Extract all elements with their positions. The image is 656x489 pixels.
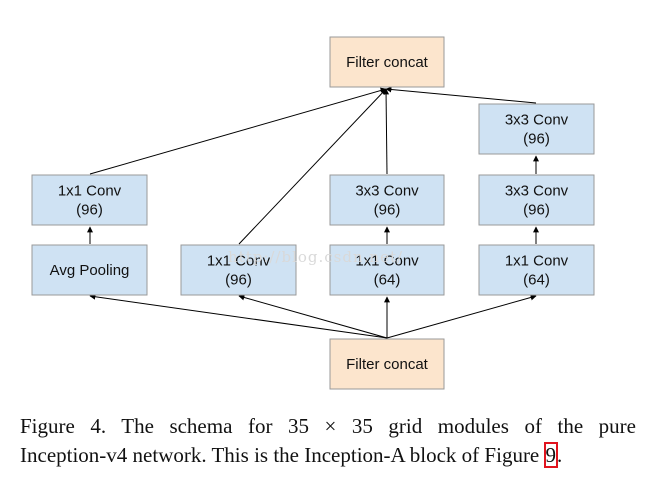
b3-conv1x1-label-0: 1x1 Conv <box>355 253 419 270</box>
b1-conv1x1-label-0: 1x1 Conv <box>58 183 122 200</box>
b2-conv1x1-box: 1x1 Conv (96) <box>180 244 297 296</box>
edge-branch2-to-top-concat <box>238 88 387 245</box>
b4-conv3x3-top-label-1: (96) <box>523 131 550 148</box>
b2-conv1x1-label-0: 1x1 Conv <box>207 253 271 270</box>
bottom-concat-rect <box>329 338 445 390</box>
caption-period: . <box>557 443 563 467</box>
edge-bottom-concat-to-b2-conv1x1 <box>238 294 388 339</box>
b4-conv1x1-box: 1x1 Conv (64) <box>478 244 595 296</box>
b3-conv3x3-box: 3x3 Conv (96) <box>329 174 445 226</box>
watermark-text: http://blog.csdn.net/ <box>228 248 403 266</box>
edge-bottom-concat-to-avgpool <box>89 293 388 339</box>
caption-line-1: Figure 4. The schema for 35 × 35 grid mo… <box>20 414 636 438</box>
b4-conv1x1-rect <box>478 244 595 296</box>
b4-conv3x3-mid-label-0: 3x3 Conv <box>505 183 569 200</box>
b4-conv1x1-label-0: 1x1 Conv <box>505 253 569 270</box>
b4-conv3x3-mid-label-1: (96) <box>523 202 550 219</box>
edge-branch4-to-top-concat <box>385 86 537 104</box>
b3-conv1x1-rect <box>329 244 445 296</box>
b1-avgpool-rect <box>31 244 148 296</box>
b4-conv3x3-mid-rect <box>478 174 595 226</box>
b1-avgpool-label-0: Avg Pooling <box>50 262 130 279</box>
edge-bottom-concat-to-b4-conv1x1 <box>386 294 537 339</box>
edge-branch3-to-top-concat <box>383 88 390 175</box>
b4-conv3x3-top-label-0: 3x3 Conv <box>505 112 569 129</box>
bottom-concat-label-0: Filter concat <box>346 356 429 373</box>
edge-branch1-to-top-concat <box>89 87 387 175</box>
bottom-concat-box: Filter concat <box>329 338 445 390</box>
b2-conv1x1-label-1: (96) <box>225 272 252 289</box>
b1-conv1x1-box: 1x1 Conv (96) <box>31 174 148 226</box>
diagram-edges <box>87 86 539 339</box>
top-concat-label-0: Filter concat <box>346 54 429 71</box>
b3-conv3x3-label-0: 3x3 Conv <box>355 183 419 200</box>
b4-conv1x1-label-1: (64) <box>523 272 550 289</box>
figure-reference-link[interactable]: 9 <box>543 442 558 468</box>
b3-conv3x3-rect <box>329 174 445 226</box>
b1-avgpool-box: Avg Pooling <box>31 244 148 296</box>
b4-conv3x3-top-rect <box>478 103 595 155</box>
b3-conv3x3-label-1: (96) <box>374 202 401 219</box>
top-concat-rect <box>329 36 445 88</box>
figure-caption: Figure 4. The schema for 35 × 35 grid mo… <box>20 412 636 470</box>
b2-conv1x1-rect <box>180 244 297 296</box>
top-concat-box: Filter concat <box>329 36 445 88</box>
b1-conv1x1-label-1: (96) <box>76 202 103 219</box>
b3-conv1x1-label-1: (64) <box>374 272 401 289</box>
b4-conv3x3-mid-box: 3x3 Conv (96) <box>478 174 595 226</box>
caption-line-2-text: Inception-v4 network. This is the Incept… <box>20 443 545 467</box>
b1-conv1x1-rect <box>31 174 148 226</box>
b3-conv1x1-box: 1x1 Conv (64) <box>329 244 445 296</box>
b4-conv3x3-top-box: 3x3 Conv (96) <box>478 103 595 155</box>
caption-line-2: Inception-v4 network. This is the Incept… <box>20 441 636 470</box>
